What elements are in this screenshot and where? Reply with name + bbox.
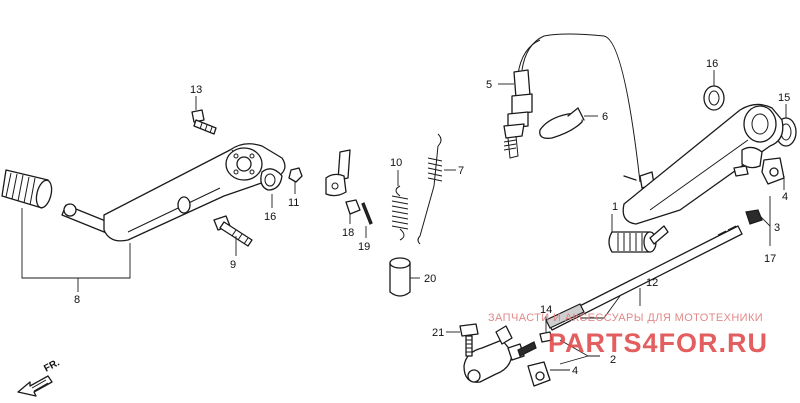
callout-8: 8 [74, 294, 80, 306]
watermark-logo: PARTS4FOR.RU [548, 328, 768, 358]
washer-16-left [260, 168, 283, 191]
spring-10 [391, 185, 409, 241]
pivot-bushing [741, 146, 763, 169]
callout-12: 12 [646, 277, 658, 289]
callout-11: 11 [288, 197, 299, 209]
bolt-13 [191, 109, 217, 135]
brake-rod-joint [325, 149, 351, 197]
shift-joint-assembly-2 [463, 325, 553, 387]
nut-18 [345, 199, 361, 215]
callout-2: 2 [610, 354, 616, 366]
callout-13: 13 [190, 84, 202, 96]
gearshift-pedal-assembly [608, 85, 797, 253]
callout-17: 17 [764, 253, 776, 265]
spring-7 [417, 133, 443, 245]
callout-19: 19 [358, 241, 370, 253]
watermark: ЗАПЧАСТИ И АКСЕССУАРЫ ДЛЯ МОТОТЕХНИКИ PA… [488, 312, 768, 358]
pedal-joint-pin [177, 196, 191, 214]
sleeve-20 [389, 257, 411, 297]
callout-21: 21 [432, 327, 444, 339]
callout-16-right: 16 [706, 58, 718, 70]
washer-16-right [703, 85, 725, 111]
gearshift-rod-12 [545, 225, 743, 331]
callout-10: 10 [390, 157, 402, 169]
nut-11 [288, 167, 303, 183]
callout-7: 7 [458, 165, 464, 177]
callout-4-upper: 4 [782, 191, 788, 203]
nut-14 [539, 331, 553, 343]
callout-3: 3 [774, 222, 780, 234]
callout-4-lower: 4 [572, 365, 578, 377]
bolt-21 [459, 323, 479, 357]
clip-6 [539, 107, 585, 139]
peg-end-cap [63, 203, 77, 217]
forward-direction-indicator: FR. [17, 357, 62, 397]
callout-9: 9 [230, 259, 236, 271]
callout-15: 15 [778, 92, 790, 104]
leader-lines [195, 70, 787, 371]
callout-numbers: 1 2 3 4 4 5 6 7 8 9 10 11 12 13 14 15 16… [74, 58, 790, 377]
brake-pedal-assembly [1, 109, 303, 292]
springs-and-joints [325, 133, 443, 297]
callout-6: 6 [602, 111, 608, 123]
callout-1: 1 [612, 201, 618, 213]
gearshift-pedal-arm [622, 103, 784, 225]
bolt-9 [213, 215, 253, 247]
watermark-tagline: ЗАПЧАСТИ И АКСЕССУАРЫ ДЛЯ МОТОТЕХНИКИ [488, 312, 763, 324]
callout-20: 20 [424, 273, 436, 285]
callout-16-left: 16 [264, 211, 276, 223]
callout-5: 5 [486, 79, 492, 91]
nut-17 [745, 209, 763, 225]
cotter-pin-19 [361, 202, 373, 225]
brake-pedal-rubber [1, 169, 53, 209]
callout-18: 18 [342, 227, 354, 239]
forward-label: FR. [42, 357, 62, 374]
brake-light-switch-5 [503, 33, 655, 189]
callout-14: 14 [540, 304, 552, 316]
gearshift-pedal-rubber [608, 231, 657, 253]
